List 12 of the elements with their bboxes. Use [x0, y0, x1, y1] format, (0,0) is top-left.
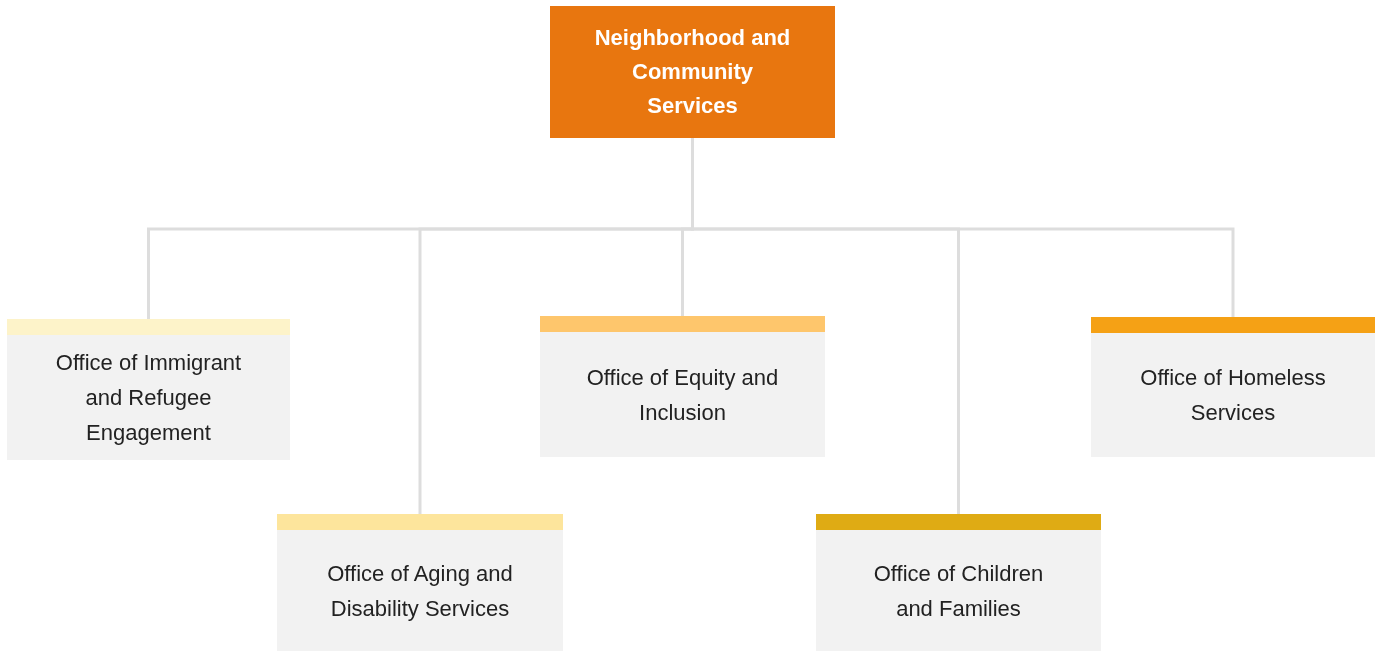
office-box	[816, 514, 1101, 651]
node-label: Office of Aging and Disability Services	[326, 559, 514, 623]
department-box	[550, 6, 835, 138]
node-label: Neighborhood and Community Services	[593, 24, 792, 120]
office-box	[540, 316, 825, 457]
office-box	[1091, 317, 1375, 457]
node-label: Office of Homeless Services	[1139, 364, 1327, 427]
node-label: Office of Equity and Inclusion	[585, 363, 780, 427]
office-box	[277, 514, 563, 651]
office-box	[7, 319, 290, 460]
node-label: Office of Children and Families	[872, 559, 1045, 623]
node-label: Office of Immigrant and Refugee Engagement	[54, 349, 243, 447]
